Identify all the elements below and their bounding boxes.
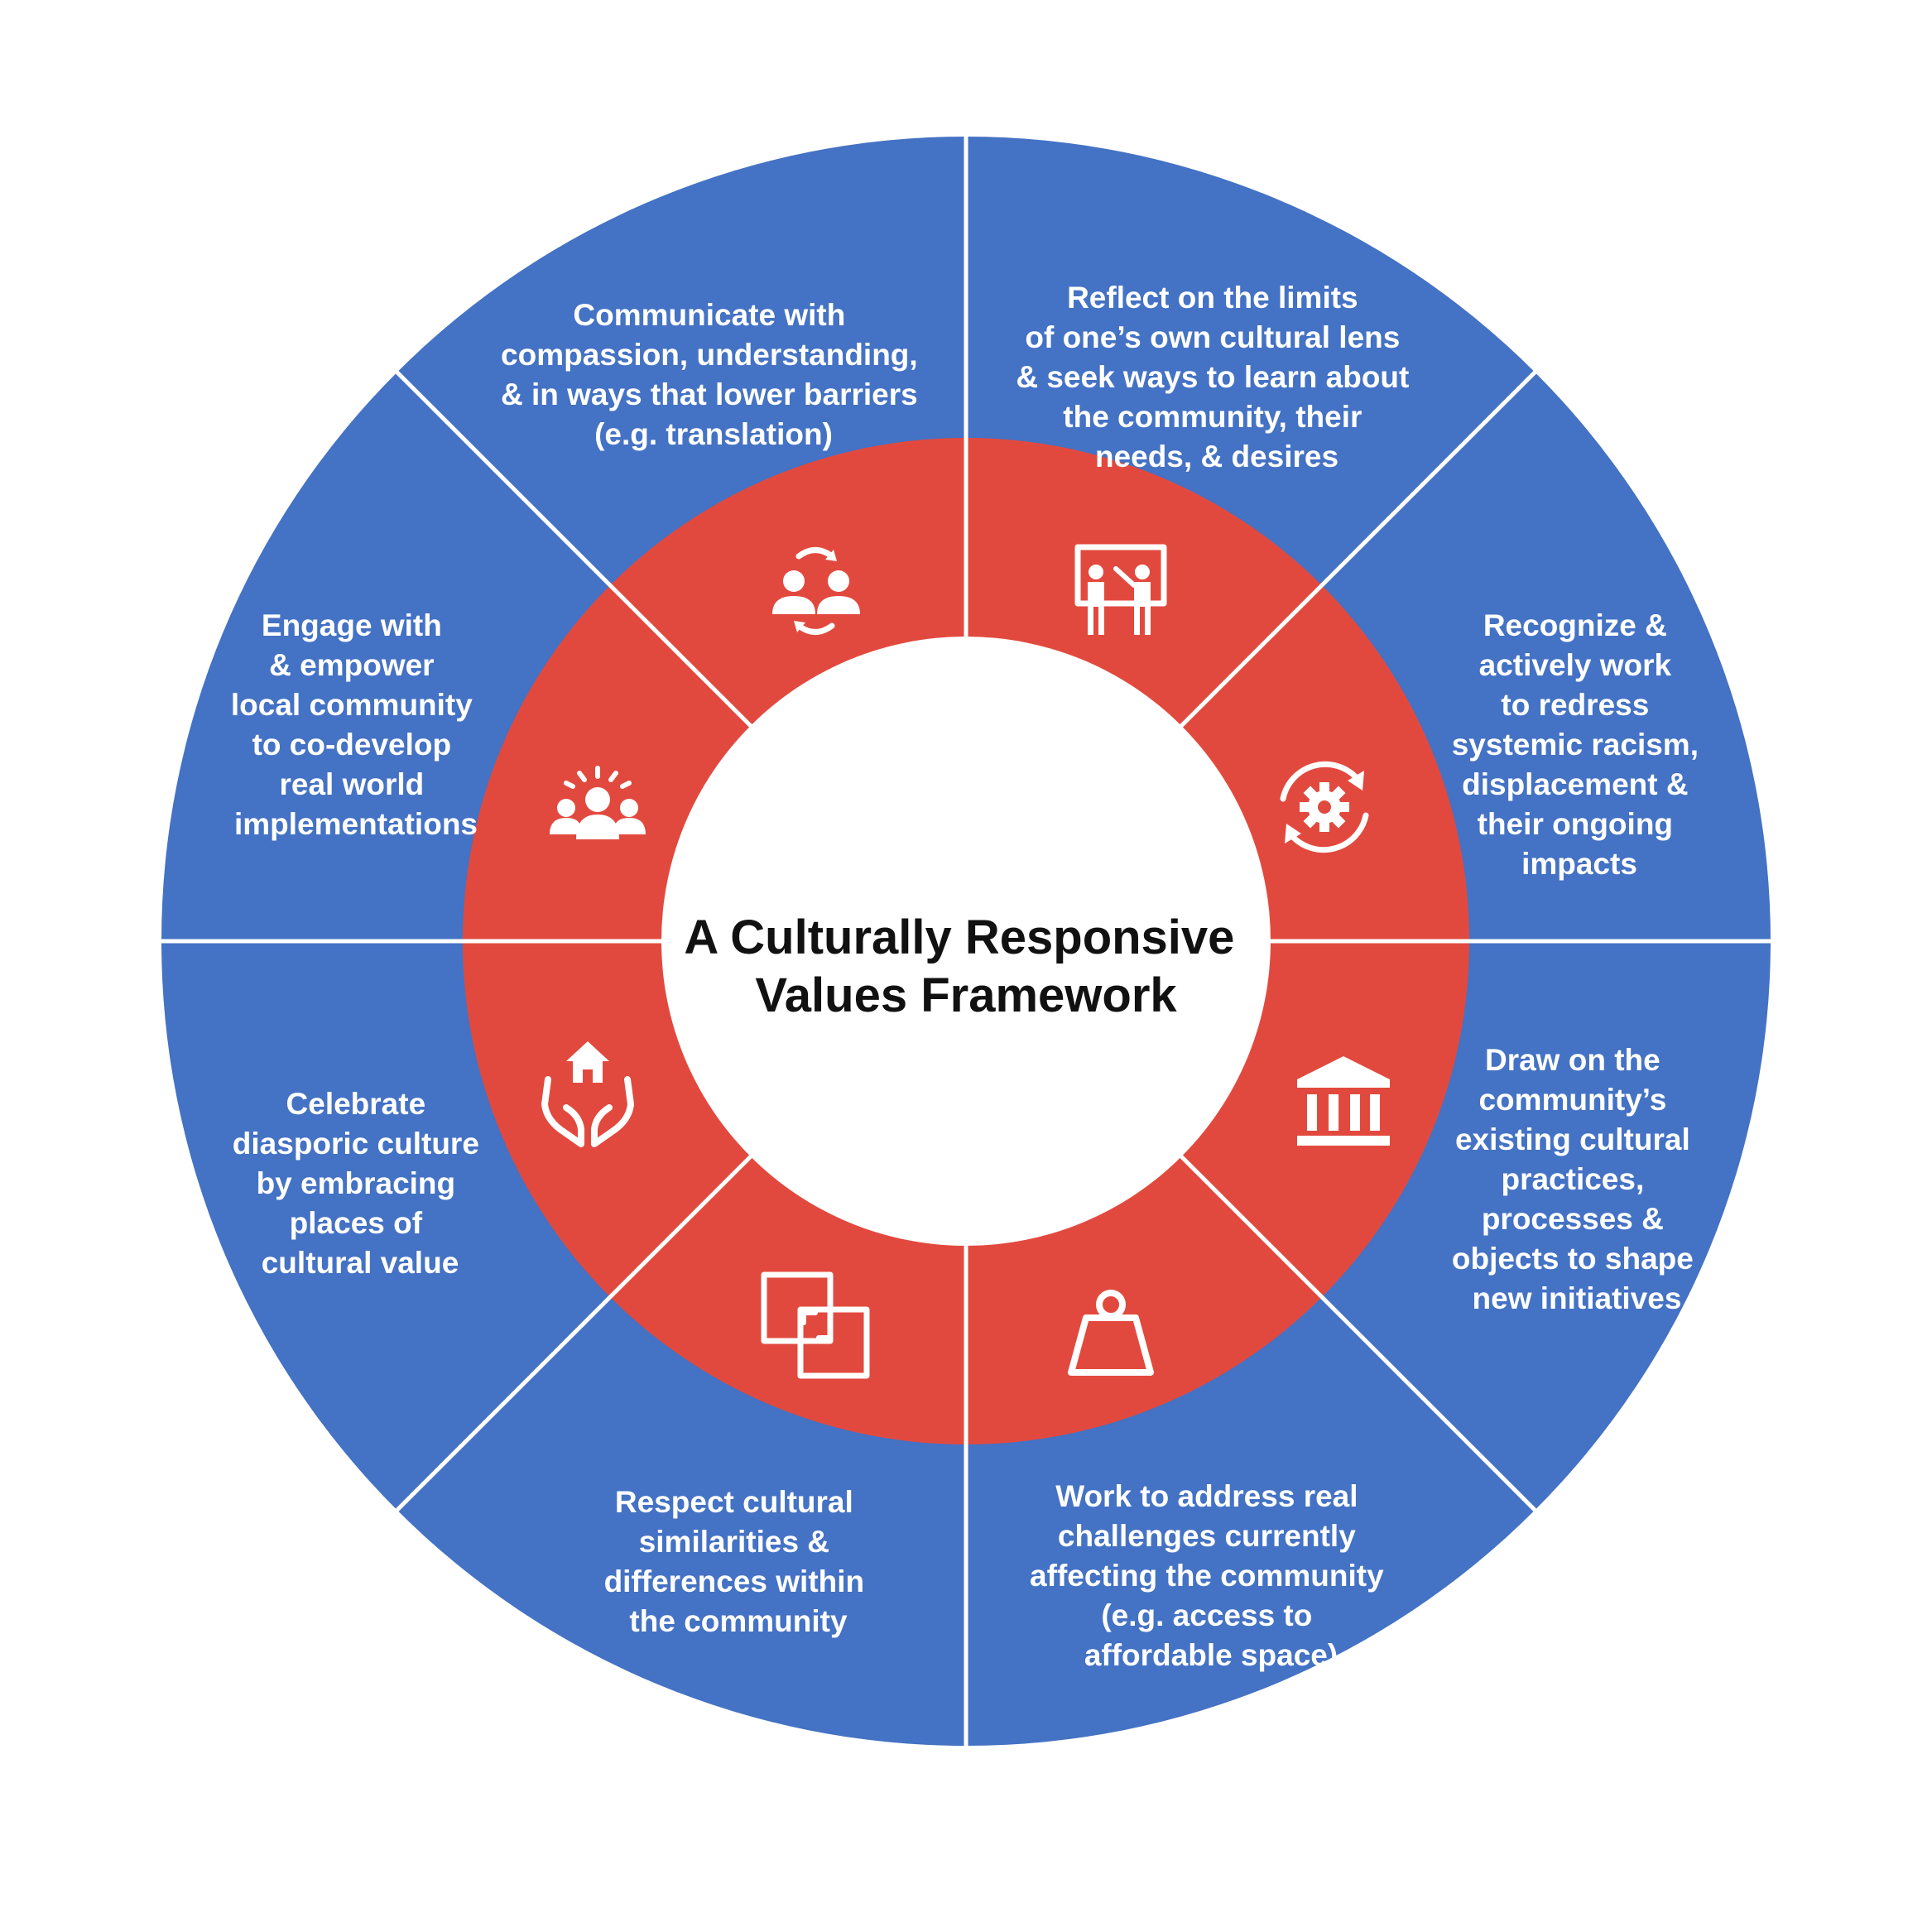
segment-respect: Respect cultural similarities & differen… <box>604 1485 873 1638</box>
segment-text-respect: Respect cultural similarities & differen… <box>604 1485 873 1638</box>
overlapping-squares-icon <box>761 1271 870 1379</box>
center-title-line-2: Values Framework <box>755 968 1177 1022</box>
segment-engage: Engage with & empower local community to… <box>231 608 481 841</box>
segment-work-to-address: Work to address real challenges currentl… <box>1030 1479 1392 1672</box>
segment-text-engage: Engage with & empower local community to… <box>231 608 481 841</box>
weight-icon <box>1068 1290 1154 1376</box>
presentation-board-icon <box>1074 544 1167 635</box>
segment-text-work-to-address: Work to address real challenges currentl… <box>1030 1479 1392 1672</box>
museum-building-icon <box>1297 1056 1390 1146</box>
segment-recognize: Recognize & actively work to redress sys… <box>1452 608 1708 881</box>
segment-text-draw-on: Draw on the community’s existing cultura… <box>1452 1043 1702 1315</box>
segment-text-recognize: Recognize & actively work to redress sys… <box>1452 608 1708 881</box>
segment-text-celebrate: Celebrate diasporic culture by embracing… <box>233 1087 488 1280</box>
segment-draw-on: Draw on the community’s existing cultura… <box>1452 1043 1702 1315</box>
segment-communicate: Communicate with compassion, understandi… <box>501 298 926 451</box>
hands-house-icon <box>541 1041 634 1147</box>
segment-celebrate: Celebrate diasporic culture by embracing… <box>233 1087 488 1280</box>
people-exchange-icon <box>772 547 860 635</box>
center-circle <box>661 637 1271 1246</box>
gear-cycle-icon <box>1280 761 1369 853</box>
segment-text-communicate: Communicate with compassion, understandi… <box>501 298 926 451</box>
center-title: A Culturally Responsive Values Framework <box>684 911 1247 1022</box>
segment-text-reflect: Reflect on the limits of one’s own cultu… <box>1016 281 1417 473</box>
segment-reflect: Reflect on the limits of one’s own cultu… <box>1016 281 1417 473</box>
center-title-line-1: A Culturally Responsive <box>684 911 1234 964</box>
community-group-icon <box>550 766 646 839</box>
